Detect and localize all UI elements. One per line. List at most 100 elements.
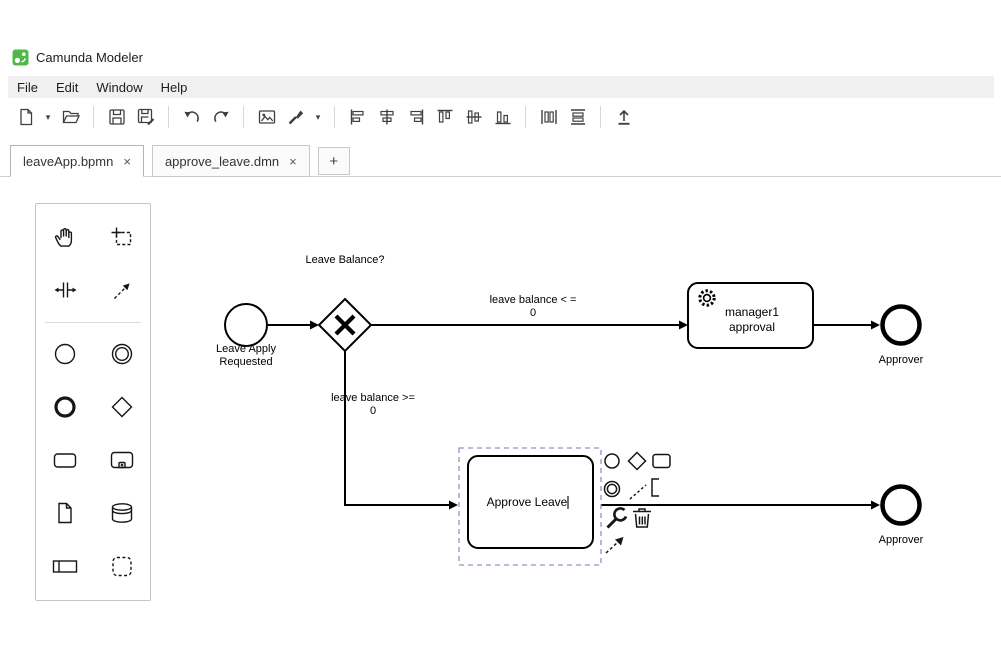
align-right-icon: [409, 109, 423, 125]
sequence-flow-approve-to-end[interactable]: [601, 500, 880, 510]
append-task-icon[interactable]: [652, 453, 671, 469]
service-task-manager1-approval[interactable]: manager1 approval: [687, 282, 814, 349]
end-event-bottom-label[interactable]: Approver: [879, 534, 924, 546]
save-as-button[interactable]: [132, 104, 159, 131]
connect-icon[interactable]: [605, 537, 624, 554]
service-task-gear-icon: [698, 289, 716, 307]
create-diagram-dropdown[interactable]: ▾: [41, 104, 55, 131]
open-file-button[interactable]: [57, 104, 84, 131]
palette-create-task[interactable]: [36, 434, 93, 487]
data-store-icon: [111, 502, 132, 523]
flow-label-leave-balance-le-0[interactable]: leave balance < = 0: [490, 294, 577, 319]
tab-approve-leave-dmn[interactable]: approve_leave.dmn ×: [151, 145, 310, 177]
append-gateway-icon[interactable]: [627, 451, 647, 471]
palette-space-tool[interactable]: [36, 264, 93, 317]
menu-file[interactable]: File: [17, 79, 38, 95]
close-icon[interactable]: ×: [289, 153, 297, 169]
palette-create-gateway[interactable]: [93, 381, 150, 434]
menu-edit[interactable]: Edit: [55, 79, 79, 95]
close-icon[interactable]: ×: [123, 153, 131, 169]
context-pad: [603, 451, 671, 554]
align-center-horizontal-icon: [379, 109, 394, 125]
menu-bar: File Edit Window Help: [8, 76, 994, 98]
distribute-horizontally-button[interactable]: [535, 104, 562, 131]
palette-create-end-event[interactable]: [36, 381, 93, 434]
tab-label: leaveApp.bpmn: [23, 153, 114, 169]
camunda-logo-icon: [12, 49, 29, 65]
sequence-flow-gateway-to-manager[interactable]: [371, 320, 688, 330]
align-center-vertical-button[interactable]: [460, 104, 487, 131]
redo-button[interactable]: [207, 104, 234, 131]
append-text-annotation-icon[interactable]: [629, 478, 659, 500]
start-event-icon: [54, 343, 75, 364]
chevron-down-icon: ▾: [315, 111, 321, 122]
end-event-icon: [53, 395, 76, 418]
menu-window[interactable]: Window: [96, 79, 143, 95]
export-image-button[interactable]: [253, 104, 280, 131]
svg-text:leave balance < =: leave balance < =: [490, 294, 577, 306]
align-left-icon: [350, 109, 364, 125]
end-event-bottom-shape[interactable]: [880, 484, 922, 526]
set-color-button[interactable]: [282, 104, 309, 131]
align-top-button[interactable]: [431, 104, 458, 131]
gateway-label[interactable]: Leave Balance?: [306, 254, 385, 266]
toolbar-separator: [525, 106, 526, 128]
svg-text:leave balance >=: leave balance >=: [331, 392, 415, 404]
paint-brush-icon: [288, 110, 303, 125]
tab-leaveapp-bpmn[interactable]: leaveApp.bpmn ×: [10, 145, 144, 177]
svg-text:Requested: Requested: [219, 356, 272, 368]
align-right-button[interactable]: [402, 104, 429, 131]
palette-separator: [45, 322, 141, 323]
lasso-icon: [111, 227, 131, 245]
append-intermediate-event-icon[interactable]: [603, 480, 621, 498]
palette-create-data-object[interactable]: [36, 487, 93, 540]
palette-create-group[interactable]: [93, 540, 150, 593]
undo-button[interactable]: [178, 104, 205, 131]
save-as-icon: [137, 108, 154, 126]
tab-bar: leaveApp.bpmn × approve_leave.dmn × +: [10, 145, 350, 177]
palette-create-data-store[interactable]: [93, 487, 150, 540]
align-center-horizontal-button[interactable]: [373, 104, 400, 131]
palette-create-intermediate-event[interactable]: [93, 328, 150, 381]
menu-help[interactable]: Help: [160, 79, 188, 95]
svg-text:Approve Leave: Approve Leave: [487, 495, 568, 509]
append-end-event-icon[interactable]: [604, 453, 620, 469]
set-color-dropdown[interactable]: ▾: [311, 104, 325, 131]
data-object-icon: [57, 502, 72, 523]
new-tab-button[interactable]: +: [317, 147, 350, 175]
tab-label: approve_leave.dmn: [164, 153, 280, 169]
align-left-button[interactable]: [344, 104, 371, 131]
hand-icon: [54, 227, 72, 247]
start-event-label[interactable]: Leave Apply Requested: [216, 343, 276, 368]
align-bottom-icon: [495, 111, 510, 125]
sequence-flow-gateway-to-approve[interactable]: [344, 351, 458, 510]
end-event-top-label[interactable]: Approver: [879, 354, 924, 366]
palette-create-participant[interactable]: [36, 540, 93, 593]
align-bottom-button[interactable]: [489, 104, 516, 131]
distribute-horizontally-icon: [540, 110, 557, 124]
palette-lasso-tool[interactable]: [93, 211, 150, 264]
create-diagram-button[interactable]: [12, 104, 39, 131]
window-titlebar: Camunda Modeler: [12, 47, 143, 67]
distribute-vertically-button[interactable]: [564, 104, 591, 131]
palette-hand-tool[interactable]: [36, 211, 93, 264]
deploy-button[interactable]: [610, 104, 637, 131]
start-event-shape[interactable]: [224, 303, 268, 347]
exclusive-gateway-shape[interactable]: [317, 297, 373, 353]
sequence-flow-start-to-gateway[interactable]: [268, 320, 319, 330]
palette-create-subprocess[interactable]: [93, 434, 150, 487]
save-button[interactable]: [103, 104, 130, 131]
wrench-icon[interactable]: [606, 507, 628, 529]
end-event-top-shape[interactable]: [880, 304, 922, 346]
palette-create-start-event[interactable]: [36, 328, 93, 381]
svg-text:manager1: manager1: [725, 305, 779, 319]
sequence-flow-manager-to-end[interactable]: [813, 320, 880, 330]
space-tool-icon: [54, 282, 76, 297]
palette-global-connect-tool[interactable]: [93, 264, 150, 317]
task-approve-leave[interactable]: Approve Leave: [467, 455, 594, 549]
gateway-x-marker: [334, 314, 356, 336]
trash-icon[interactable]: [633, 508, 651, 528]
flow-label-leave-balance-ge-0[interactable]: leave balance >= 0: [331, 392, 415, 417]
distribute-vertically-icon: [570, 109, 585, 125]
